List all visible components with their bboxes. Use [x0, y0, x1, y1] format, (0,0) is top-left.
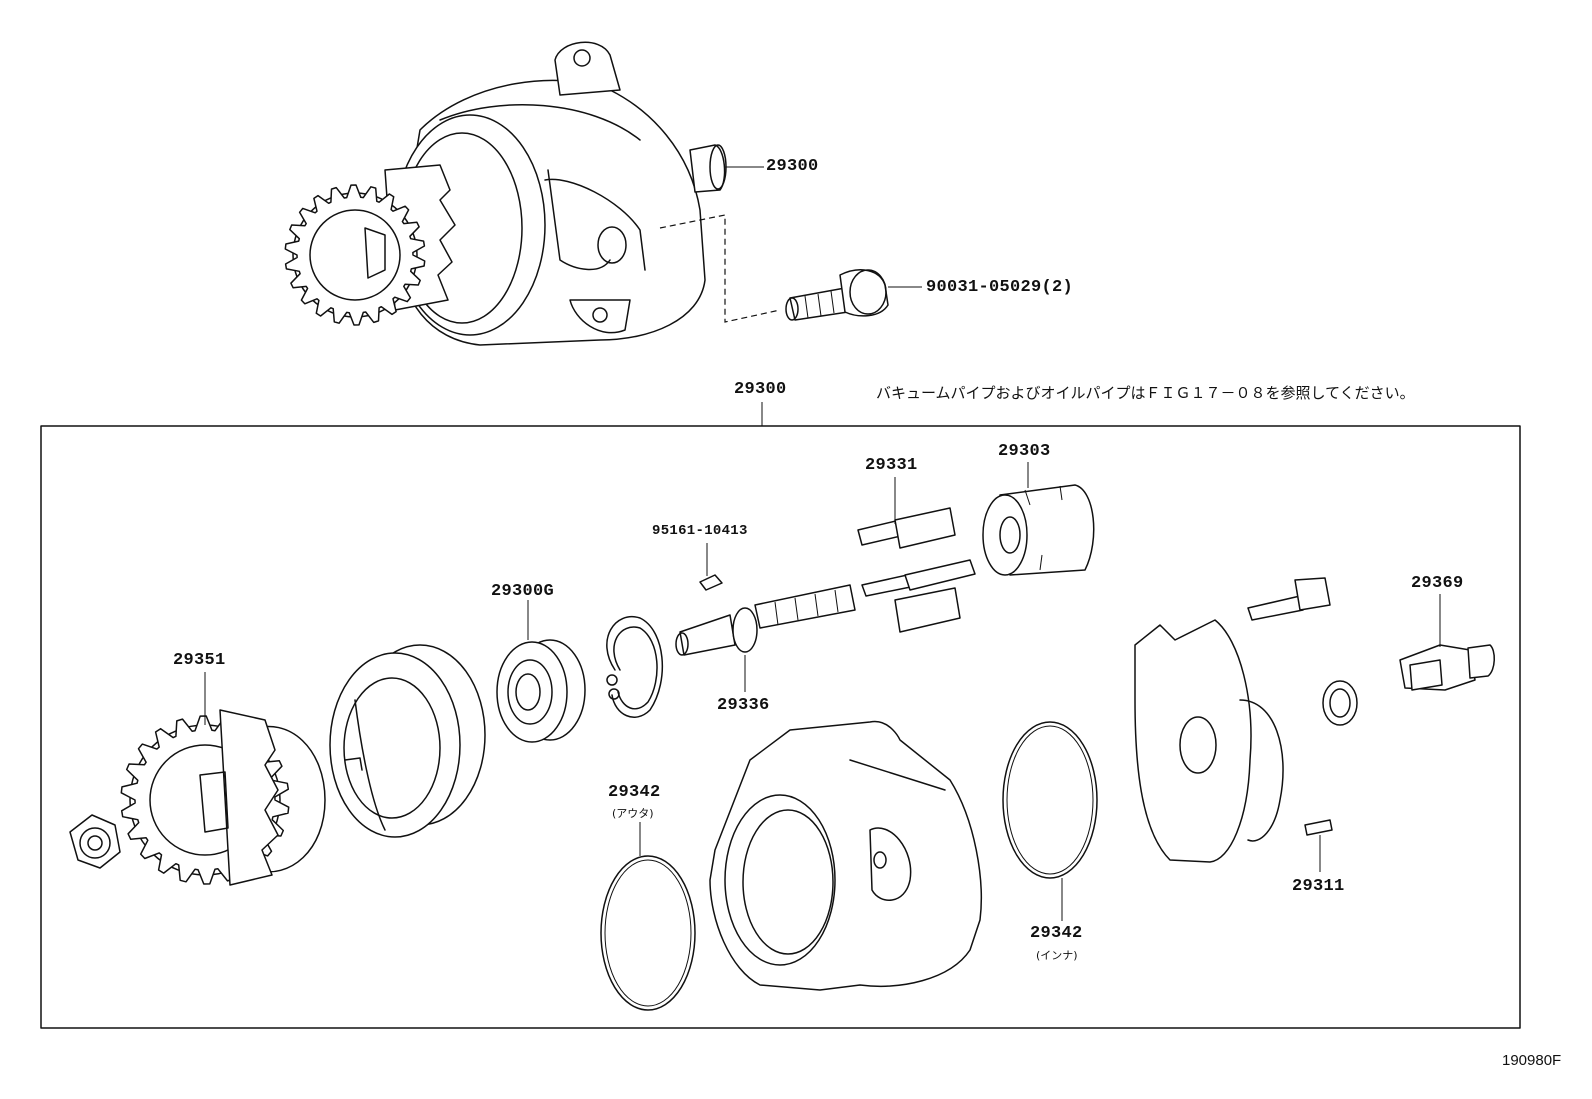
assembly-frame — [40, 425, 1521, 1029]
callout-29342-outer-sub: (アウタ) — [612, 807, 654, 820]
callout-29300G: 29300G — [491, 582, 555, 601]
inner-o-ring-29342 — [1002, 721, 1098, 879]
callout-29303: 29303 — [998, 442, 1051, 461]
check-valve-29369 — [1399, 644, 1495, 691]
callout-29331: 29331 — [865, 456, 918, 475]
callout-29300-assembly: 29300 — [734, 380, 787, 399]
callout-90031-05029: 90031-05029(2) — [926, 278, 1074, 297]
callout-29342-inner: 29342 — [1030, 924, 1083, 943]
washer — [1322, 680, 1358, 726]
callout-95161-10413: 95161-10413 — [652, 523, 748, 539]
callout-29311: 29311 — [1292, 877, 1345, 896]
top-vacuum-pump-assembly — [284, 41, 781, 346]
callout-29342-outer: 29342 — [608, 783, 661, 802]
top-bolt-90031 — [785, 269, 889, 321]
cover-bolt — [1247, 577, 1331, 621]
coupling-housing — [329, 644, 486, 838]
callout-29369: 29369 — [1411, 574, 1464, 593]
pump-housing — [709, 720, 982, 991]
snap-ring — [606, 615, 663, 718]
drive-gear-29351 — [120, 709, 326, 886]
pin-29311 — [1304, 819, 1333, 836]
vanes-29331 — [857, 507, 976, 633]
reference-note: バキュームパイプおよびオイルパイプはＦＩＧ１７－０８を参照してください。 — [876, 384, 1415, 402]
rotor-shaft-29336 — [675, 584, 856, 656]
woodruff-key — [699, 574, 723, 591]
callout-29351: 29351 — [173, 651, 226, 670]
callout-29300-top: 29300 — [766, 157, 819, 176]
gear-teeth — [284, 184, 426, 326]
outer-o-ring-29342 — [600, 855, 696, 1011]
callout-29336: 29336 — [717, 696, 770, 715]
figure-id: 190980F — [1502, 1052, 1562, 1069]
end-cover-plate — [1134, 619, 1284, 863]
flange-nut — [69, 814, 121, 869]
bearing-29300G — [496, 639, 586, 743]
callout-29342-inner-sub: (インナ) — [1036, 949, 1078, 962]
rotor-29303 — [982, 484, 1095, 576]
